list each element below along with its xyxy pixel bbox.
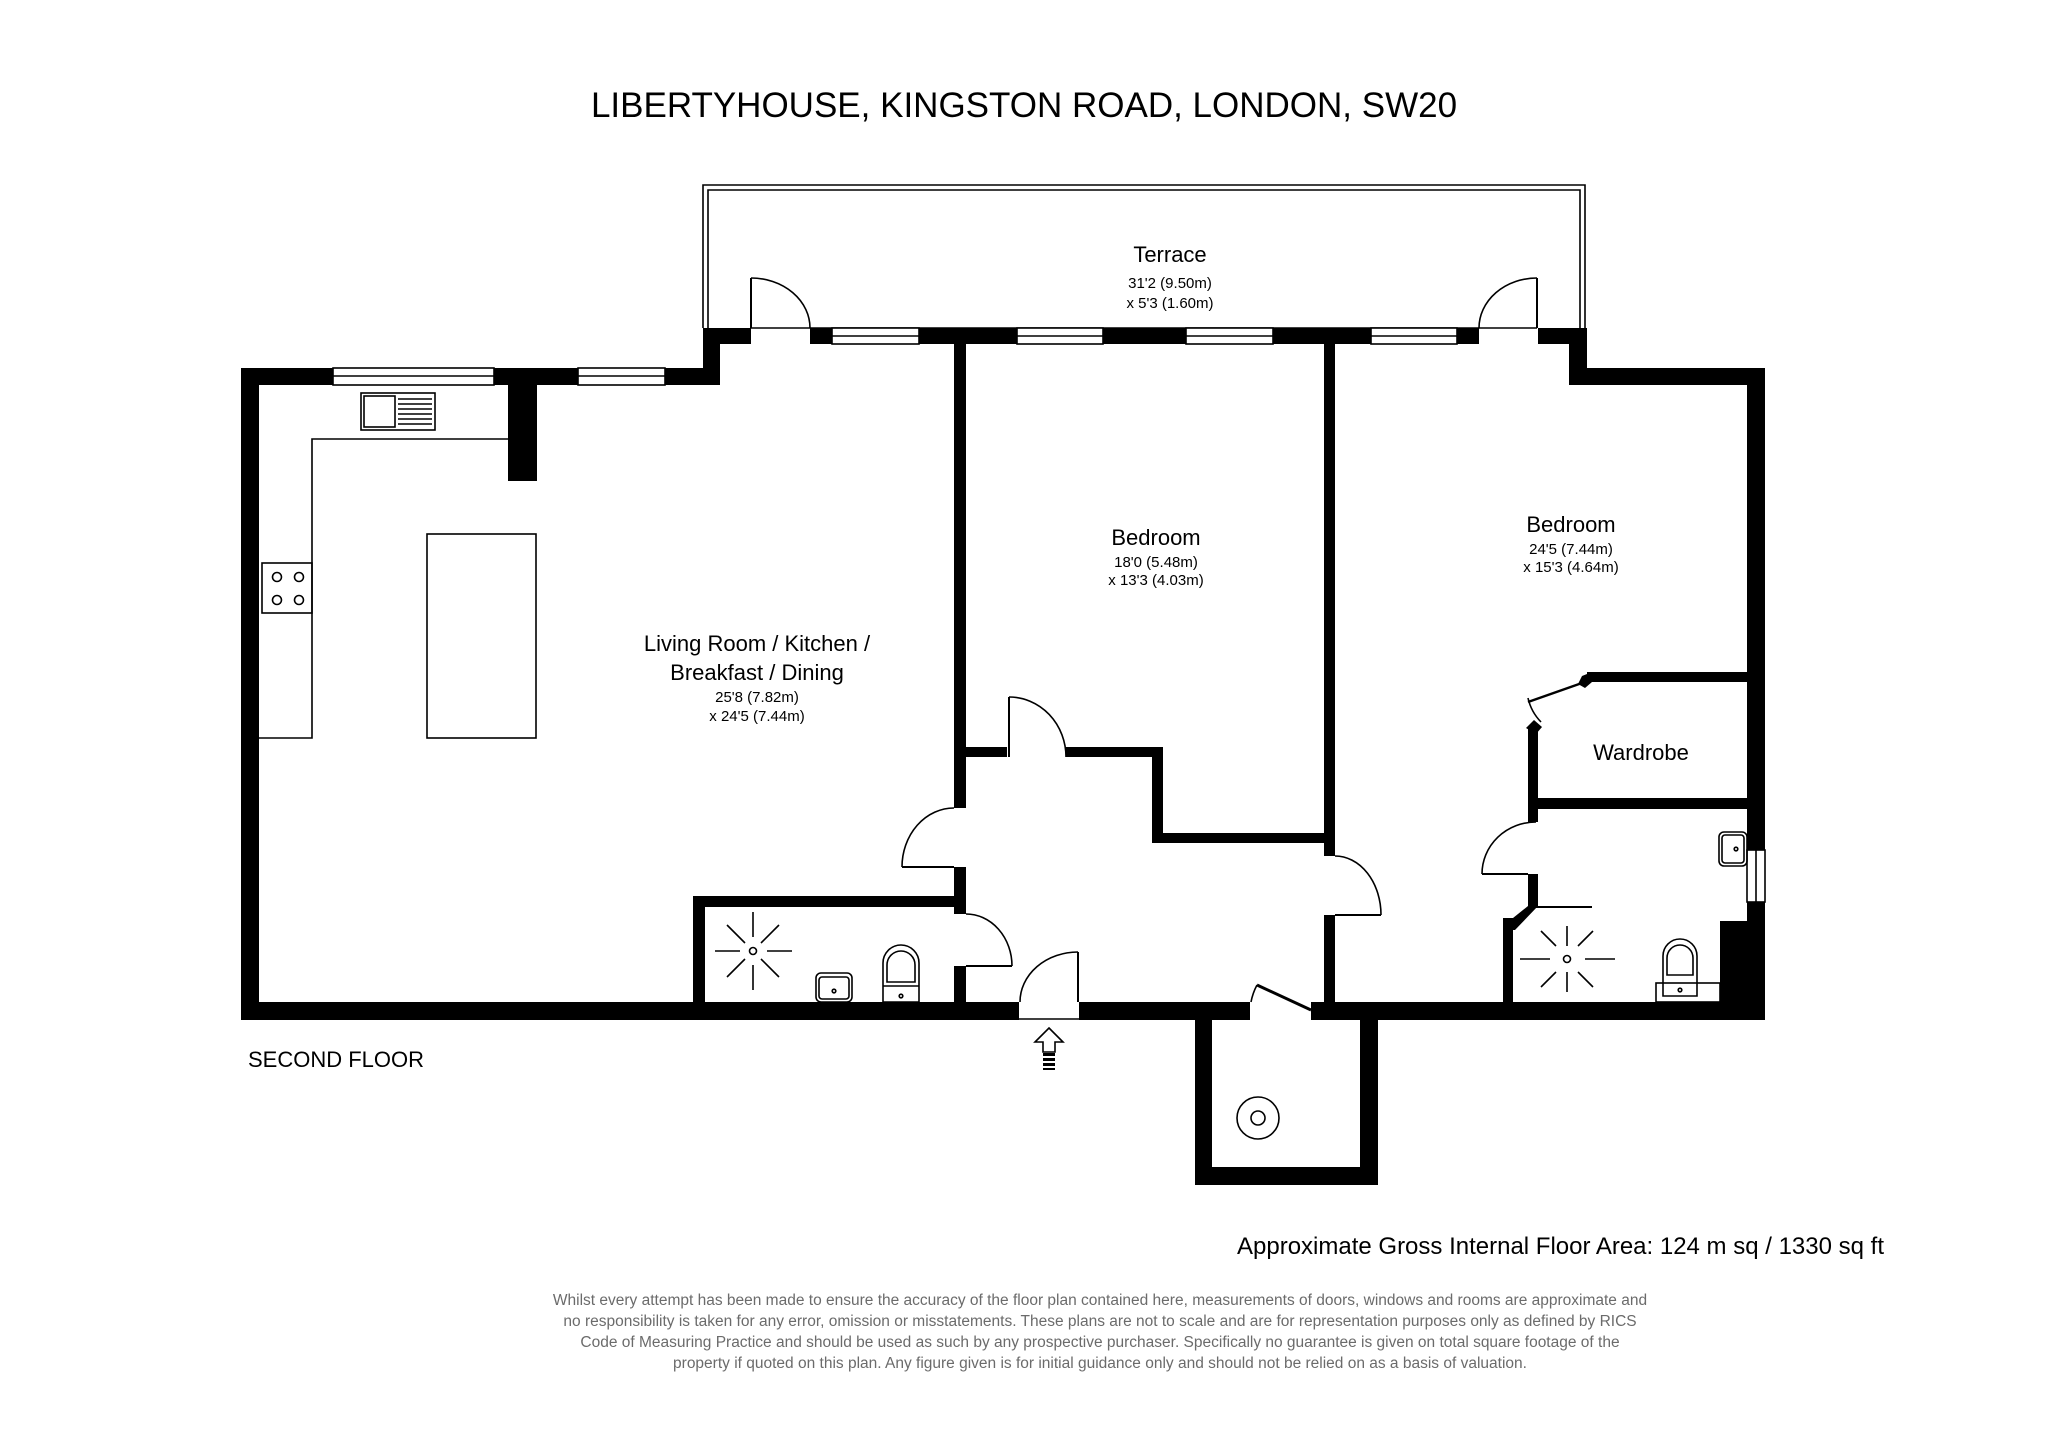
- room-name: Bedroom: [1526, 512, 1615, 537]
- room-name: Terrace: [1133, 242, 1206, 267]
- basin-icon: [1718, 831, 1748, 867]
- room-name: Living Room / Kitchen /: [644, 631, 871, 656]
- window-icon: [577, 367, 666, 386]
- room-label-bedroom-1: Bedroom 18'0 (5.48m) x 13'3 (4.03m): [1108, 525, 1203, 589]
- window-icon: [1370, 327, 1458, 345]
- plan-title: LIBERTYHOUSE, KINGSTON ROAD, LONDON, SW2…: [590, 86, 1458, 125]
- door-swing-icon: [965, 913, 1013, 967]
- boiler-icon: [1236, 1096, 1280, 1140]
- hob-icon: [261, 562, 313, 614]
- room-label-living: Living Room / Kitchen / Breakfast / Dini…: [644, 631, 871, 725]
- door-swing-icon: [1527, 681, 1583, 723]
- ensuite-fixtures: [1520, 831, 1748, 1003]
- room-name: Wardrobe: [1593, 740, 1689, 765]
- door-swing-icon: [1478, 277, 1538, 329]
- wc-fixtures: [715, 912, 920, 1003]
- room-dimension: x 13'3 (4.03m): [1108, 572, 1203, 589]
- disclaimer-line: Whilst every attempt has been made to en…: [552, 1292, 1648, 1309]
- room-dimension: x 5'3 (1.60m): [1126, 295, 1213, 312]
- toilet-icon: [1655, 938, 1721, 1003]
- door-swing-icon: [1008, 696, 1067, 758]
- door-swing-icon: [901, 807, 955, 868]
- room-label-bedroom-2: Bedroom 24'5 (7.44m) x 15'3 (4.64m): [1523, 512, 1618, 576]
- floor-area-summary: Approximate Gross Internal Floor Area: 1…: [1237, 1233, 1884, 1260]
- sink-icon: [360, 392, 436, 431]
- floor-label: SECOND FLOOR: [248, 1047, 425, 1072]
- room-name: Breakfast / Dining: [670, 660, 844, 685]
- door-swing-icon: [1481, 821, 1537, 875]
- door-swing-icon: [1334, 855, 1382, 916]
- disclaimer-line: no responsibility is taken for any error…: [563, 1313, 1637, 1330]
- room-name: Bedroom: [1111, 525, 1200, 550]
- kitchen-island: [426, 533, 537, 739]
- windows: [332, 327, 1766, 903]
- window-icon: [332, 367, 495, 386]
- window-icon: [1016, 327, 1104, 345]
- disclaimer: Whilst every attempt has been made to en…: [440, 1290, 1760, 1374]
- room-dimension: x 15'3 (4.64m): [1523, 559, 1618, 576]
- walls: [241, 328, 1765, 1185]
- window-icon: [831, 327, 920, 345]
- door-swing-icon: [1250, 983, 1312, 1012]
- room-dimension: 24'5 (7.44m): [1529, 541, 1613, 558]
- kitchen-fixtures: [259, 392, 537, 739]
- window-icon: [1185, 327, 1274, 345]
- room-dimension: 25'8 (7.82m): [715, 689, 799, 706]
- room-label-terrace: Terrace 31'2 (9.50m) x 5'3 (1.60m): [1126, 242, 1213, 312]
- entrance-arrow-icon: [1033, 1026, 1065, 1070]
- shower-icon: [1520, 926, 1615, 992]
- room-label-wardrobe: Wardrobe: [1593, 740, 1689, 765]
- door-swing-icon: [1019, 951, 1079, 1020]
- room-dimension: 18'0 (5.48m): [1114, 554, 1198, 571]
- disclaimer-line: Code of Measuring Practice and should be…: [580, 1334, 1620, 1351]
- window-icon: [1746, 849, 1766, 903]
- doors: [750, 277, 1583, 1020]
- room-dimension: x 24'5 (7.44m): [709, 708, 804, 725]
- room-dimension: 31'2 (9.50m): [1128, 275, 1212, 292]
- disclaimer-line: property if quoted on this plan. Any fig…: [673, 1355, 1527, 1372]
- door-swing-icon: [750, 277, 811, 329]
- basin-icon: [815, 972, 853, 1003]
- shower-icon: [715, 912, 792, 990]
- toilet-icon: [882, 944, 920, 1003]
